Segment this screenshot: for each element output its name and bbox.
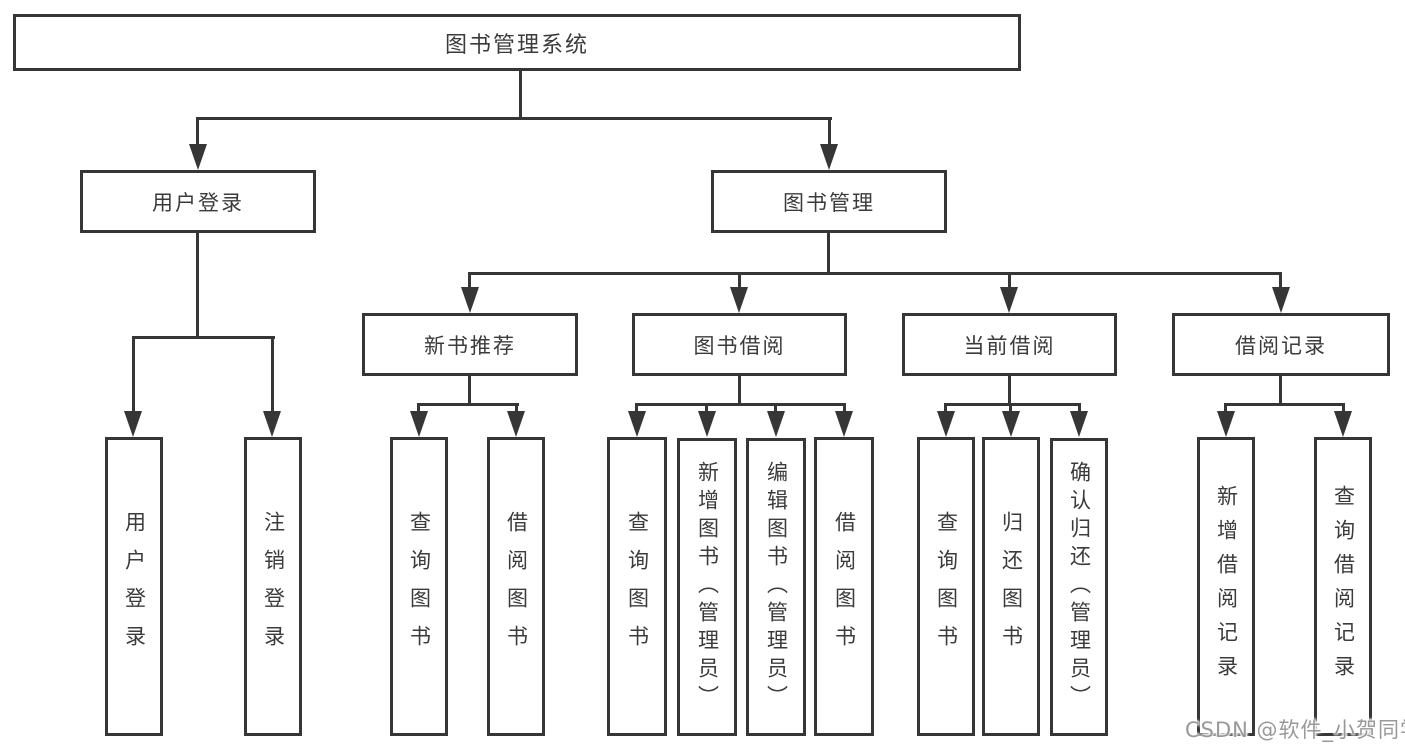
node-borrow-records: 借阅记录 [1172,313,1390,376]
connector-line [738,275,741,291]
connector-line [515,406,518,414]
node-user-login-group: 用户登录 [80,170,316,233]
connector-line [1279,275,1282,291]
node-label: 借阅记录 [1235,333,1327,358]
node-book-management: 图书管理 [711,170,947,233]
node-leaf-query-books-2: 查询图书 [607,437,667,736]
arrow-down-icon [263,411,281,437]
connector-line [1279,376,1282,406]
arrow-down-icon [1217,411,1235,437]
connector-line [635,406,638,414]
node-label: 查询图书 [625,510,650,663]
node-leaf-add-borrow-record: 新增借阅记录 [1197,437,1255,736]
arrow-down-icon [1002,411,1020,437]
connector-line [827,233,830,275]
arrow-down-icon [835,411,853,437]
node-label: 借阅图书 [832,510,857,663]
connector-line [417,403,519,406]
arrow-down-icon [730,287,748,313]
connector-line [468,376,471,406]
arrow-down-icon [124,411,142,437]
node-leaf-return-books: 归还图书 [982,437,1040,736]
node-new-book-recommend: 新书推荐 [362,313,578,376]
arrow-down-icon [1334,411,1352,437]
connector-line [196,233,199,339]
node-current-borrow: 当前借阅 [902,313,1117,376]
connector-line [1224,403,1345,406]
connector-line [1008,376,1011,406]
connector-line [417,406,420,414]
node-leaf-borrow-books-2: 借阅图书 [814,437,874,736]
connector-line [1342,406,1345,414]
arrow-down-icon [628,411,646,437]
arrow-down-icon [1000,287,1018,313]
connector-line [132,339,135,413]
node-label: 借阅图书 [504,510,529,663]
node-leaf-query-books-1: 查询图书 [390,437,448,736]
connector-line [705,406,708,414]
connector-line [1008,275,1011,291]
node-leaf-query-books-3: 查询图书 [917,437,975,736]
node-label: 归还图书 [999,510,1024,663]
connector-line [843,406,846,414]
connector-line [468,275,471,291]
node-leaf-query-borrow-record: 查询借阅记录 [1314,437,1372,736]
connector-line [944,403,1081,406]
node-label: 注销登录 [261,510,286,663]
node-label: 图书管理 [783,190,875,215]
node-label: 查询图书 [934,510,959,663]
connector-line [271,339,274,413]
connector-line [196,120,199,148]
arrow-down-icon [937,411,955,437]
node-label: 用户登录 [152,190,244,215]
arrow-down-icon [189,144,207,170]
connector-line [132,336,275,339]
connector-line [519,70,522,120]
node-leaf-confirm-return-admin: 确认归还（管理员） [1050,438,1108,736]
csdn-watermark: CSDN @软件_小贺同学 [1185,718,1405,742]
arrow-down-icon [507,411,525,437]
node-label: 用户登录 [122,510,147,663]
node-label: 新增图书（管理员） [695,461,720,713]
node-label: 查询借阅记录 [1331,484,1356,689]
connector-line [738,376,741,406]
node-label: 图书管理系统 [444,32,589,58]
connector-line [196,117,832,120]
node-book-borrow: 图书借阅 [632,313,847,376]
arrow-down-icon [1070,411,1088,437]
arrow-down-icon [461,287,479,313]
node-leaf-user-login: 用户登录 [105,437,163,736]
arrow-down-icon [698,411,716,437]
connector-line [944,406,947,414]
node-label: 确认归还（管理员） [1067,461,1092,713]
node-leaf-borrow-books-1: 借阅图书 [487,437,545,736]
connector-line [1224,406,1227,414]
node-label: 编辑图书（管理员） [764,461,789,713]
arrow-down-icon [820,144,838,170]
connector-line [774,406,777,414]
arrow-down-icon [1272,287,1290,313]
connector-line [1078,406,1081,414]
node-label: 新书推荐 [424,333,516,358]
node-label: 查询图书 [407,510,432,663]
node-leaf-edit-books-admin: 编辑图书（管理员） [746,438,806,736]
connector-line [635,403,846,406]
node-label: 图书借阅 [693,333,786,358]
connector-line [1009,406,1012,414]
node-root-library-system: 图书管理系统 [13,14,1021,71]
node-label: 当前借阅 [963,333,1056,358]
arrow-down-icon [767,411,785,437]
arrow-down-icon [410,411,428,437]
node-label: 新增借阅记录 [1214,484,1239,689]
connector-line [828,120,831,148]
node-leaf-add-books-admin: 新增图书（管理员） [677,438,737,736]
connector-line [468,272,1282,275]
node-leaf-logout-login: 注销登录 [244,437,302,736]
